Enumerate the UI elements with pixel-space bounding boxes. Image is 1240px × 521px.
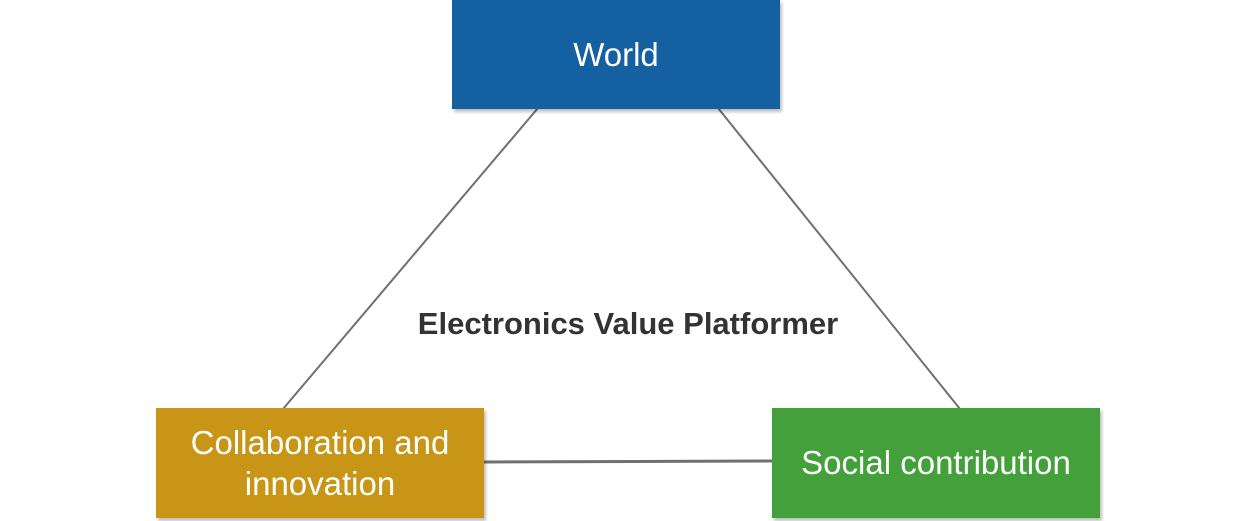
- connector-world-social: [717, 107, 961, 410]
- world-node-label: World: [573, 35, 659, 73]
- collaboration-node: Collaboration and innovation: [156, 408, 484, 518]
- social-contribution-node: Social contribution: [772, 408, 1100, 518]
- collaboration-node-label: Collaboration and innovation: [190, 424, 450, 502]
- connector-world-collaboration: [282, 107, 539, 410]
- connector-collaboration-social: [483, 459, 773, 464]
- social-contribution-node-label: Social contribution: [801, 444, 1071, 481]
- platform-title: Electronics Value Platformer: [417, 306, 839, 341]
- world-node: World: [452, 0, 780, 109]
